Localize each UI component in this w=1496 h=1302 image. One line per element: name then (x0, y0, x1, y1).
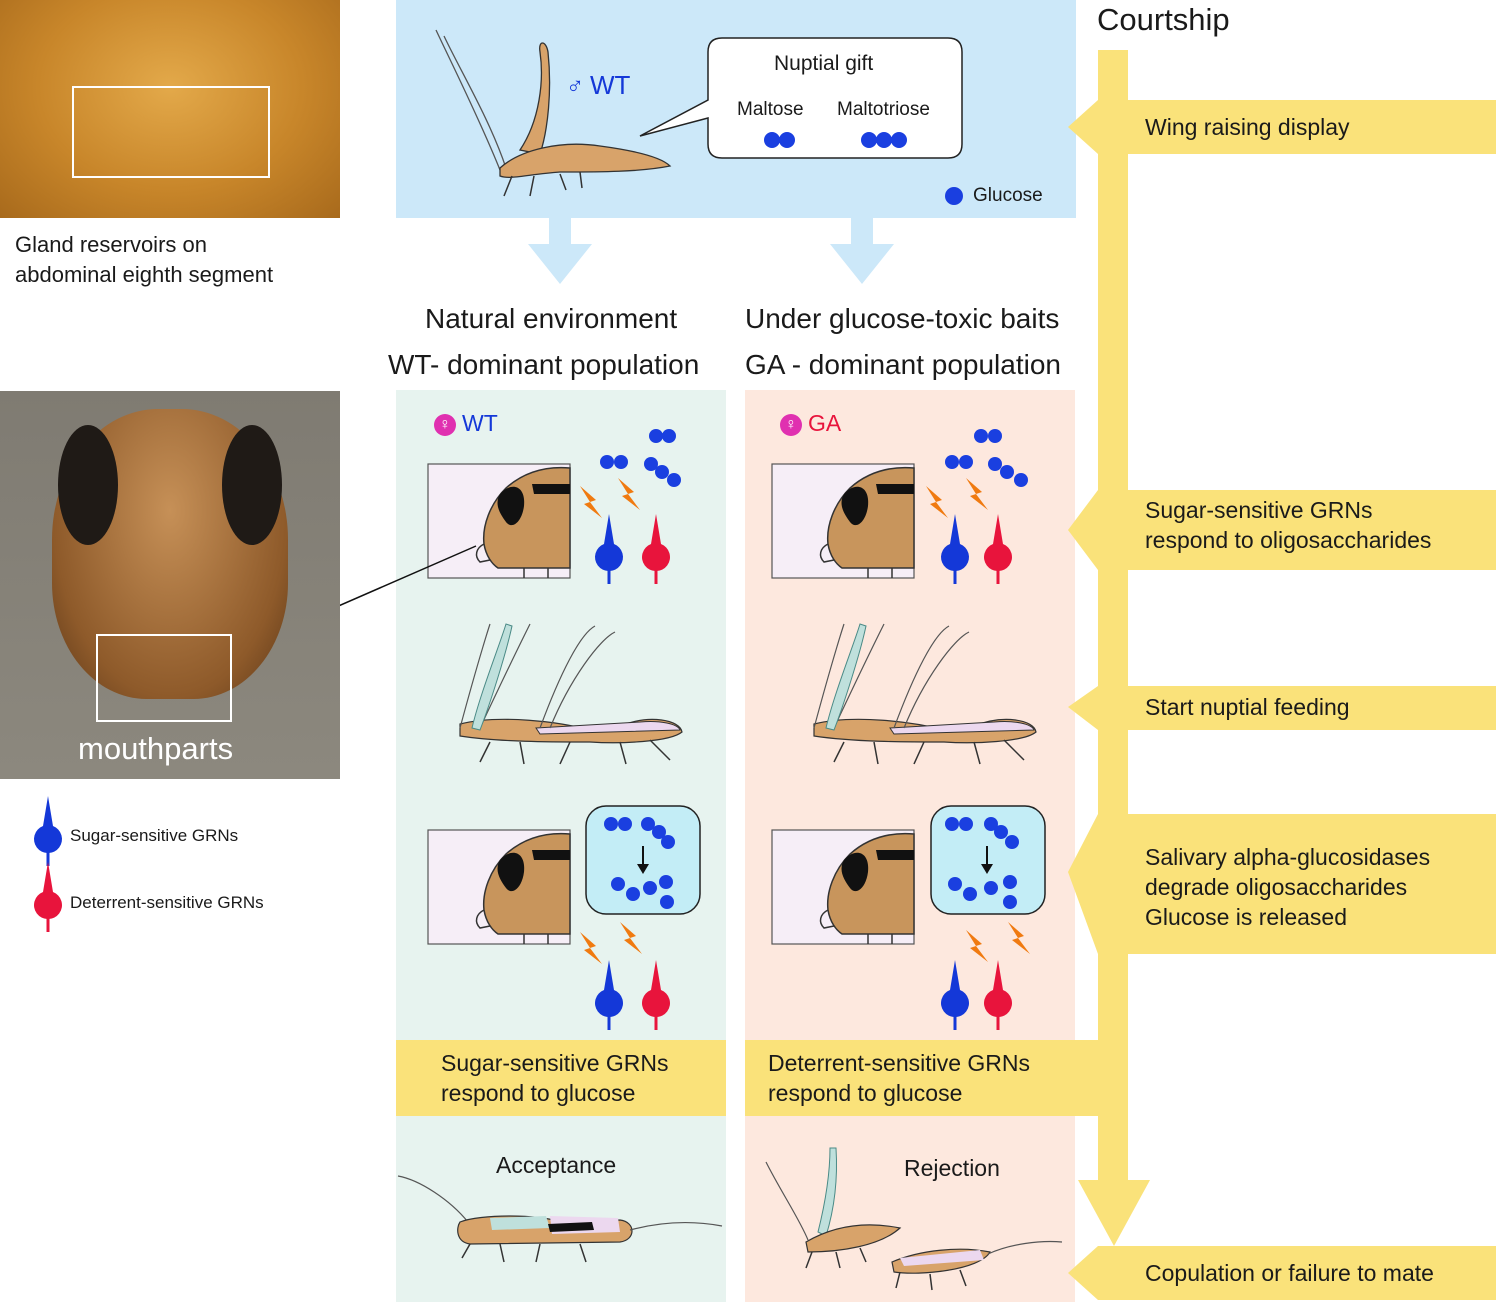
left-female-label: ♀ WT (434, 410, 498, 437)
female-symbol-icon: ♀ (780, 413, 802, 436)
legend-sugar: Sugar-sensitive GRNs (70, 826, 239, 845)
right-result-line2: respond to glucose (768, 1080, 963, 1106)
maltose-label: Maltose (737, 99, 804, 120)
timeline-step-1: Wing raising display (1145, 114, 1350, 140)
eye-left (58, 425, 118, 545)
mouthparts-label: mouthparts (78, 731, 234, 766)
right-header-line1: Under glucose-toxic baits (745, 303, 1060, 334)
acceptance-label: Acceptance (496, 1152, 617, 1178)
mouthparts-photo: mouthparts (0, 391, 340, 779)
timeline-step-2-line1: Sugar-sensitive GRNs (1145, 497, 1373, 523)
male-cockroach-drawing (435, 29, 672, 197)
rejection-label: Rejection (904, 1155, 1000, 1181)
timeline-step-2-line2: respond to oligosaccharides (1145, 527, 1432, 553)
timeline-step-4-line2: degrade oligosaccharides (1145, 874, 1408, 900)
female-symbol-icon: ♀ (434, 413, 456, 436)
left-female-label-text: WT (462, 410, 498, 436)
legend-deterrent: Deterrent-sensitive GRNs (70, 893, 264, 912)
right-result-line1: Deterrent-sensitive GRNs (768, 1050, 1031, 1076)
left-result-line1: Sugar-sensitive GRNs (441, 1050, 669, 1076)
gift-title: Nuptial gift (774, 52, 874, 75)
rejection-pair-drawing (765, 1147, 1063, 1291)
gland-highlight-box (72, 86, 270, 178)
gland-caption-line2: abdominal eighth segment (15, 262, 274, 287)
timeline-step-5: Copulation or failure to mate (1145, 1260, 1434, 1286)
male-label: ♂WT (566, 70, 630, 101)
maltotriose-label: Maltotriose (837, 99, 930, 120)
male-symbol-icon: ♂ (566, 73, 584, 100)
left-header-line1: Natural environment (425, 303, 678, 334)
right-female-label: ♀ GA (780, 410, 841, 437)
acceptance-pair-drawing (397, 1175, 723, 1263)
right-header-line2: GA - dominant population (745, 349, 1061, 380)
timeline-step-4-line1: Salivary alpha-glucosidases (1145, 844, 1431, 870)
mouthparts-highlight-box (96, 634, 232, 722)
eye-right (222, 425, 282, 545)
gland-caption-line1: Gland reservoirs on (15, 232, 207, 257)
male-label-text: WT (590, 70, 631, 100)
timeline-title: Courtship (1097, 2, 1230, 37)
timeline-step-4-line3: Glucose is released (1145, 904, 1347, 930)
timeline-step-3: Start nuptial feeding (1145, 694, 1350, 720)
left-header-line2: WT- dominant population (388, 349, 700, 380)
right-female-label-text: GA (808, 410, 842, 436)
left-result-line2: respond to glucose (441, 1080, 636, 1106)
gland-photo (0, 0, 340, 218)
glucose-label: Glucose (973, 185, 1043, 206)
